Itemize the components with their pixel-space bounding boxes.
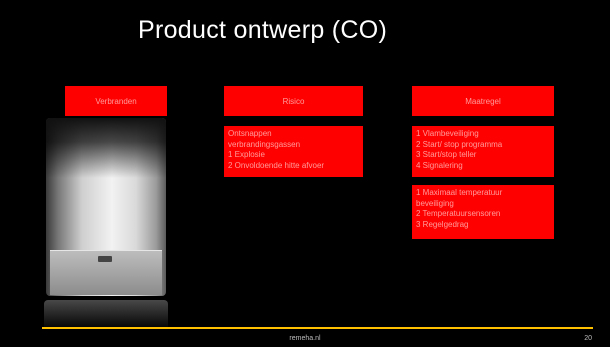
boiler-reflection bbox=[44, 300, 168, 330]
risico-box: Ontsnappen verbrandingsgassen 1 Explosie… bbox=[224, 126, 363, 177]
boiler-logo bbox=[98, 256, 112, 262]
maatregel1-line-3: 3 Start/stop teller bbox=[416, 150, 477, 159]
risico-line-4: 2 Onvoldoende hitte afvoer bbox=[228, 160, 325, 170]
maatregel2-line-2: beveiliging bbox=[416, 198, 454, 208]
maatregel1-line-1: 1 Vlambeveiliging bbox=[416, 129, 479, 138]
maatregel2-line-3: 2 Temperatuursensoren bbox=[416, 209, 501, 218]
maatregel-box-1: 1 Vlambeveiliging 2 Start/ stop programm… bbox=[412, 126, 554, 177]
risico-line-2: verbrandingsgassen bbox=[228, 139, 301, 149]
footer-divider bbox=[42, 327, 593, 329]
maatregel-box-2: 1 Maximaal temperatuur beveiliging 2 Tem… bbox=[412, 185, 554, 239]
maatregel1-line-4: 4 Signalering bbox=[416, 160, 463, 170]
maatregel1-line-2: 2 Start/ stop programma bbox=[416, 139, 503, 149]
header-maatregel: Maatregel bbox=[412, 86, 554, 116]
header-risico: Risico bbox=[224, 86, 363, 116]
maatregel2-line-4: 3 Regelgedrag bbox=[416, 219, 469, 229]
risico-line-1: Ontsnappen bbox=[228, 129, 272, 138]
footer-url: remeha.nl bbox=[289, 335, 321, 342]
boiler-image bbox=[36, 118, 179, 330]
slide-title: Product ontwerp (CO) bbox=[138, 16, 388, 44]
risico-line-3: 1 Explosie bbox=[228, 150, 265, 159]
maatregel2-line-1: 1 Maximaal temperatuur bbox=[416, 188, 503, 197]
page-number: 20 bbox=[584, 335, 592, 342]
header-verbranden: Verbranden bbox=[65, 86, 167, 116]
